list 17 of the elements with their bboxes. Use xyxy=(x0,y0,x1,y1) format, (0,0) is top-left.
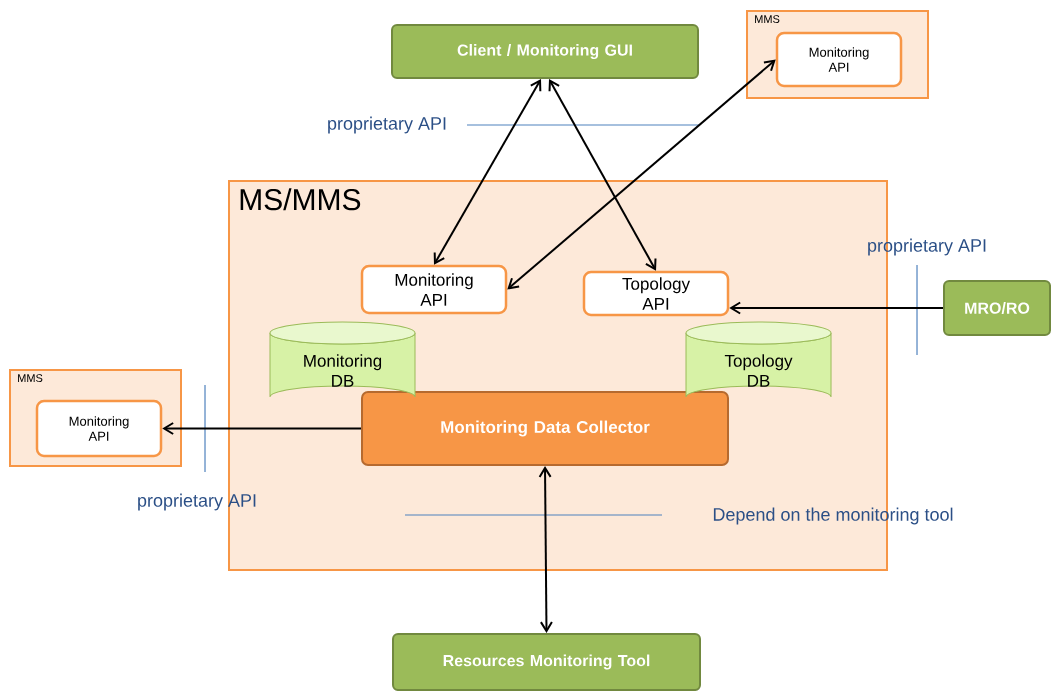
terminal-box: MRO/RO xyxy=(943,280,1051,336)
process-box: Monitoring Data Collector xyxy=(361,391,729,466)
api-box: Monitoring API xyxy=(775,31,903,88)
arrow xyxy=(162,422,362,435)
arrow xyxy=(729,301,944,315)
database-cylinder: Topology DB xyxy=(685,321,832,398)
arrow xyxy=(507,59,776,290)
api-box: Monitoring API xyxy=(360,264,508,315)
api-box: Monitoring API xyxy=(35,399,163,458)
database-cylinder: Monitoring DB xyxy=(269,321,416,398)
arrow xyxy=(433,79,542,265)
api-box: Topology API xyxy=(582,270,730,317)
arrow xyxy=(548,79,657,271)
interface-label: proprietary API xyxy=(328,116,446,134)
arrow xyxy=(538,466,553,633)
terminal-box: Resources Monitoring Tool xyxy=(392,633,701,691)
terminal-box: Client / Monitoring GUI xyxy=(391,24,699,79)
